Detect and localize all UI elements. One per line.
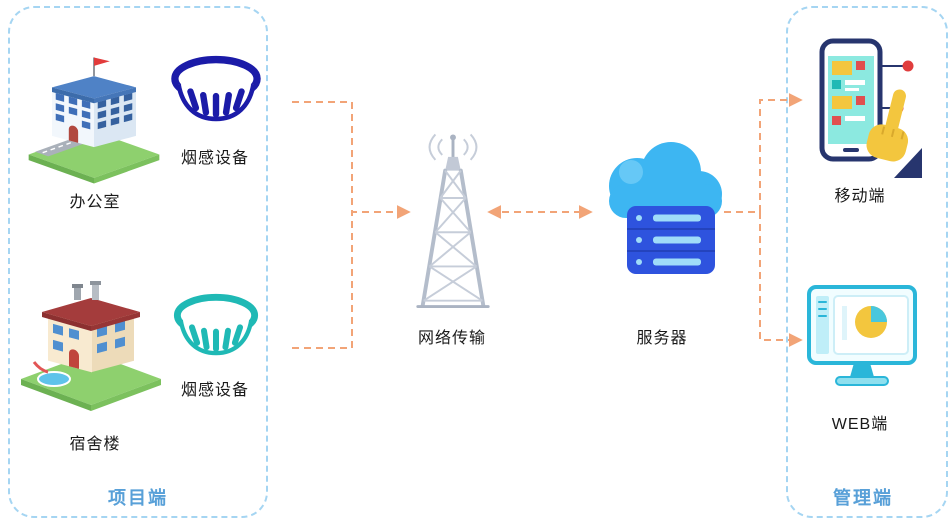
- office-sensor-label: 烟感设备: [180, 150, 249, 167]
- project-panel: [8, 6, 268, 518]
- arrow-dorm-to-network: [292, 212, 353, 349]
- arrow-office-to-network: [292, 101, 411, 219]
- server-label: 服务器: [636, 330, 688, 347]
- signal-tower-icon: [409, 128, 497, 312]
- mobile-phone-hand-icon: [806, 36, 922, 178]
- project-panel-label: 项目端: [108, 488, 168, 508]
- dormitory-label: 宿舍楼: [69, 436, 121, 453]
- smoke-detector-dark-icon: [170, 55, 262, 139]
- web-monitor-icon: [806, 284, 918, 394]
- web-label: WEB端: [831, 416, 889, 433]
- smoke-detector-teal-icon: [173, 293, 259, 372]
- office-label: 办公室: [69, 194, 121, 211]
- office-building-icon: [24, 38, 164, 188]
- dorm-sensor-label: 烟感设备: [180, 382, 249, 399]
- cloud-server-icon: [597, 136, 729, 291]
- management-panel-label: 管理端: [833, 488, 893, 508]
- mobile-label: 移动端: [834, 188, 886, 205]
- network-label: 网络传输: [417, 330, 486, 347]
- dormitory-building-icon: [16, 258, 166, 413]
